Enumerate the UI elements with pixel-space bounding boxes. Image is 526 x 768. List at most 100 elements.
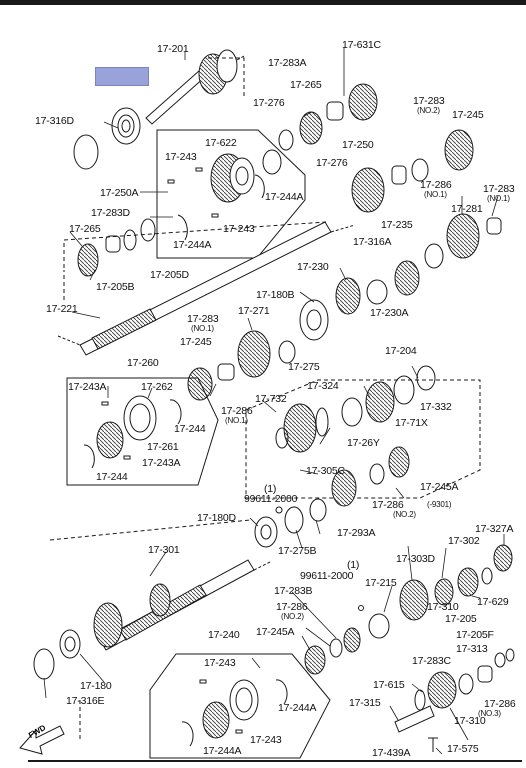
callout-17-180: 17-180 xyxy=(80,680,112,692)
callout-17-286-no3: 17-286 xyxy=(484,698,516,710)
idler-shaft-315 xyxy=(394,705,435,733)
washer-615 xyxy=(414,689,426,711)
callout-17-283d: 17-283D xyxy=(91,207,130,219)
callout-17-313: 17-313 xyxy=(456,643,488,655)
dashed-frame-input xyxy=(208,57,245,96)
callout-17-283a: 17-283A xyxy=(268,57,307,69)
callout-no1-c: (NO.1) xyxy=(191,324,214,333)
callout-no2-c: (NO.2) xyxy=(281,612,304,621)
clip-313 xyxy=(505,648,515,662)
sleeve-316a xyxy=(366,279,388,305)
callout-17-180b: 17-180B xyxy=(256,289,295,301)
dashed-frame-center xyxy=(245,379,481,499)
callout-17-262: 17-262 xyxy=(141,381,173,393)
callout-17-71x: 17-71X xyxy=(395,417,428,429)
callout-17-276-b: 17-276 xyxy=(316,157,348,169)
gear-327a xyxy=(493,544,513,572)
gear-302 xyxy=(434,578,454,606)
callout-17-575: 17-575 xyxy=(447,743,479,755)
callout-17-275b: 17-275B xyxy=(278,545,317,557)
washer-286-no3 xyxy=(458,673,474,695)
callout-17-316d: 17-316D xyxy=(35,115,74,127)
highlighted-part-label xyxy=(95,67,149,86)
input-bearing xyxy=(111,107,141,145)
callout-17-240: 17-240 xyxy=(208,629,240,641)
gear-305c xyxy=(331,469,357,507)
top-border xyxy=(0,0,526,5)
callout-17-631c: 17-631C xyxy=(342,39,381,51)
gear-732 xyxy=(283,403,317,453)
callout-17-305c: 17-305C xyxy=(306,465,345,477)
callout-17-315: 17-315 xyxy=(349,697,381,709)
callout-17-275: 17-275 xyxy=(288,361,320,373)
sync-assembly-frame-260 xyxy=(66,377,219,486)
callout-17-283-no2: 17-283 xyxy=(413,95,445,107)
callout-qty-1-b: (1) xyxy=(347,559,360,571)
callout-no2-b: (NO.2) xyxy=(393,510,416,519)
washer-286-no1 xyxy=(275,427,289,449)
spring-244-lower xyxy=(83,444,95,469)
callout-17-243a-b: 17-243A xyxy=(142,457,181,469)
needle-bearing-283d xyxy=(105,235,121,253)
callout-17-221: 17-221 xyxy=(46,303,78,315)
callout-17-316a: 17-316A xyxy=(353,236,392,248)
gear-265-upper xyxy=(299,111,323,145)
callout-no1-a: (NO.1) xyxy=(424,190,447,199)
needle-bearing-283-no1-mid xyxy=(217,363,235,381)
callout-17-283-no1-b: 17-283 xyxy=(187,313,219,325)
callout-17-26y: 17-26Y xyxy=(347,437,380,449)
washer-332 xyxy=(416,365,436,391)
ball-99611-lower xyxy=(358,605,364,611)
hub-240 xyxy=(202,701,230,739)
washer-205d xyxy=(140,218,156,242)
callout-17-265-top: 17-265 xyxy=(290,79,322,91)
callout-17-245-mid: 17-245 xyxy=(180,336,212,348)
callout-17-243a-a: 17-243A xyxy=(68,381,107,393)
callout-17-732: 17-732 xyxy=(255,393,287,405)
callout-17-245a-lower: 17-245A xyxy=(256,626,295,638)
callout-17-286-no2-b: 17-286 xyxy=(276,601,308,613)
needle-bearing-283-no1-right xyxy=(486,217,502,235)
callout-17-283-no1-a: 17-283 xyxy=(483,183,515,195)
gear-230 xyxy=(335,277,361,315)
callout-17-301: 17-301 xyxy=(148,544,180,556)
spring-244a-upper xyxy=(177,214,188,241)
callout-17-243-240-a: 17-243 xyxy=(204,657,236,669)
sync-assembly-frame-240 xyxy=(149,653,331,759)
callout-17-244-b: 17-244 xyxy=(96,471,128,483)
ball-99611 xyxy=(275,506,283,514)
gear-265-lower xyxy=(77,243,99,277)
spring-244-upper xyxy=(169,399,182,425)
needle-bearing-283c xyxy=(477,665,493,683)
washer-286-no2-lower xyxy=(329,638,343,658)
callout-17-244a-b: 17-244A xyxy=(173,239,212,251)
callout-17-310-b: 17-310 xyxy=(454,715,486,727)
callout-17-204: 17-204 xyxy=(385,345,417,357)
sleeve-324 xyxy=(315,407,329,437)
gear-303d xyxy=(399,579,429,621)
gear-281 xyxy=(446,213,480,259)
callout-17-286-no2-a: 17-286 xyxy=(372,499,404,511)
callout-17-276-a: 17-276 xyxy=(253,97,285,109)
callout-17-243-240-b: 17-243 xyxy=(250,734,282,746)
callout-17-283c: 17-283C xyxy=(412,655,451,667)
dashed-frame-mainshaft xyxy=(63,221,327,300)
gear-250 xyxy=(351,167,385,213)
hub-261 xyxy=(96,421,124,459)
bolt-439a xyxy=(428,737,438,752)
gear-245-upper xyxy=(444,129,474,171)
key-243-b xyxy=(195,167,203,172)
key-243-c xyxy=(211,213,219,218)
bearing-180 xyxy=(59,629,81,659)
dashed-frame-countershaft xyxy=(49,519,251,740)
callout-17-439a: 17-439A xyxy=(372,747,411,759)
callout-17-250a: 17-250A xyxy=(100,187,139,199)
key-243a-a xyxy=(101,401,109,406)
washer-286-no2 xyxy=(369,463,385,485)
forward-direction-arrow xyxy=(19,725,65,755)
washer-293a xyxy=(309,498,327,522)
callout-17-205: 17-205 xyxy=(445,613,477,625)
callout-17-230a: 17-230A xyxy=(370,307,409,319)
callout-17-250: 17-250 xyxy=(342,139,374,151)
